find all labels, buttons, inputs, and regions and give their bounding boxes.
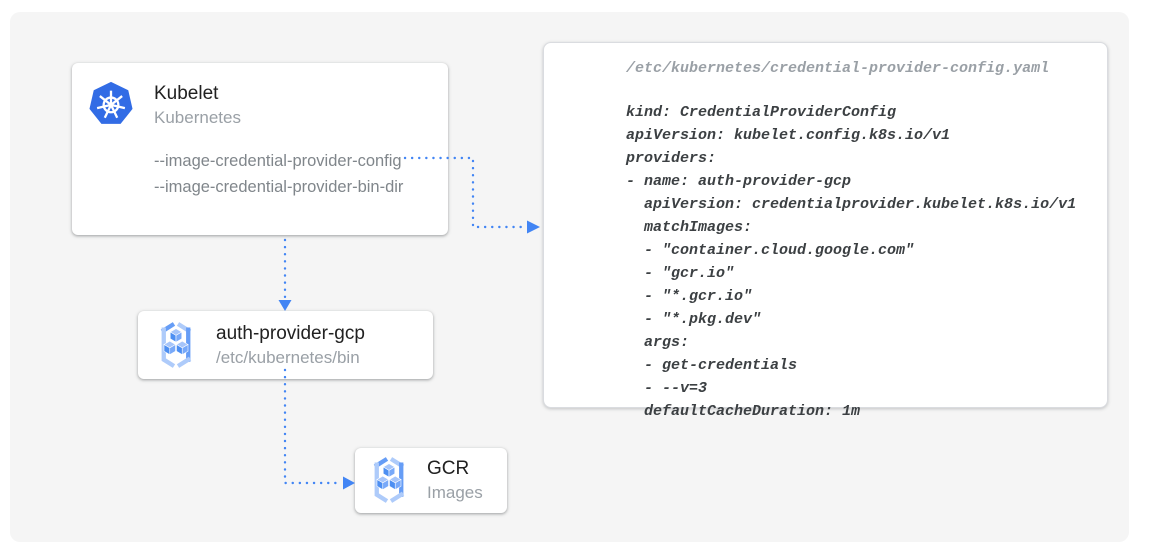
gcr-title: GCR bbox=[427, 458, 470, 479]
kubelet-node: Kubelet Kubernetes --image-credential-pr… bbox=[72, 63, 448, 235]
auth-provider-subtitle: /etc/kubernetes/bin bbox=[216, 348, 360, 367]
gcr-subtitle: Images bbox=[427, 483, 483, 502]
kubelet-title: Kubelet bbox=[154, 83, 219, 104]
kubelet-subtitle: Kubernetes bbox=[154, 108, 241, 127]
gcr-icon bbox=[160, 322, 192, 368]
gcr-node: GCR Images bbox=[355, 448, 507, 513]
gcr-icon bbox=[373, 457, 405, 503]
diagram-canvas: Kubelet Kubernetes --image-credential-pr… bbox=[10, 12, 1129, 542]
kubernetes-icon bbox=[89, 81, 133, 124]
config-file-yaml: kind: CredentialProviderConfig apiVersio… bbox=[626, 104, 1077, 420]
auth-provider-title: auth-provider-gcp bbox=[216, 323, 365, 344]
config-file-name: /etc/kubernetes/credential-provider-conf… bbox=[626, 60, 1050, 77]
config-file-panel: /etc/kubernetes/credential-provider-conf… bbox=[543, 42, 1108, 420]
flag-image-credential-provider-config: --image-credential-provider-config bbox=[154, 152, 402, 170]
auth-provider-gcp-node: auth-provider-gcp /etc/kubernetes/bin bbox=[138, 311, 433, 379]
flag-image-credential-provider-bin-dir: --image-credential-provider-bin-dir bbox=[154, 178, 404, 196]
